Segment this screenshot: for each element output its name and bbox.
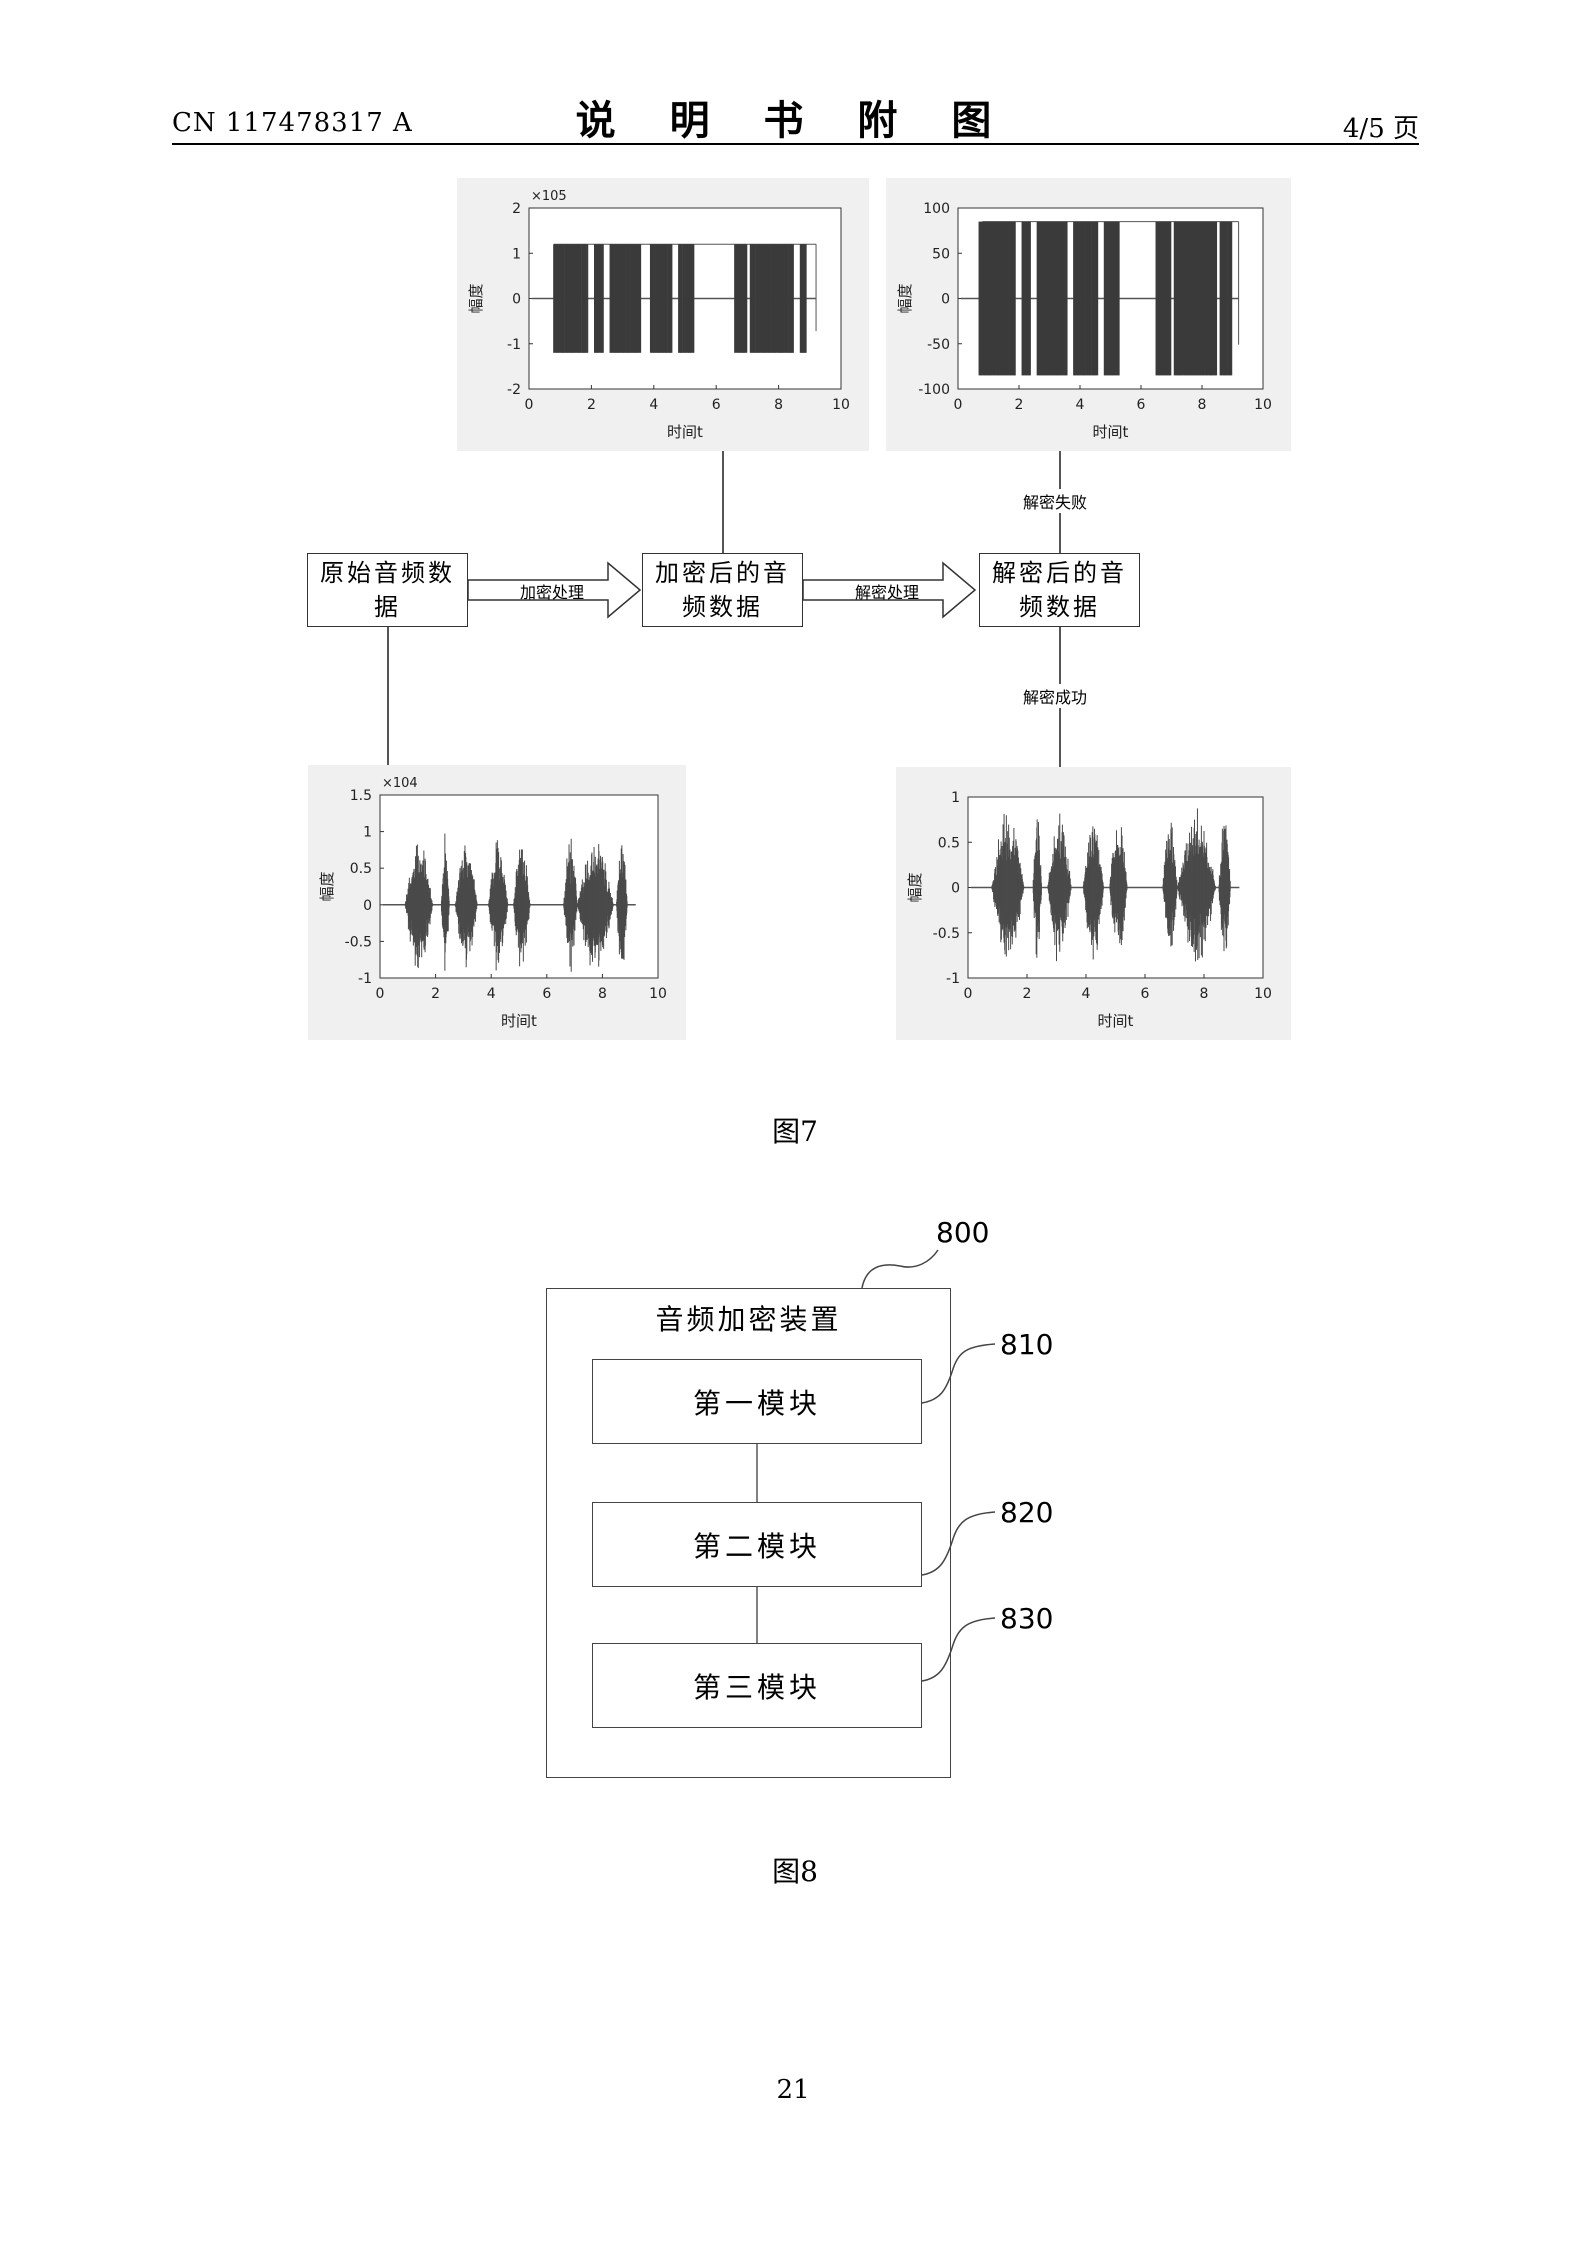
x-axis-label: 时间t — [501, 1012, 537, 1030]
x-tick-label: 4 — [1076, 397, 1085, 413]
x-axis-label: 时间t — [1098, 1012, 1134, 1030]
y-tick-label: 2 — [512, 201, 521, 217]
y-tick-label: 0 — [941, 292, 950, 308]
module-second-ref: 820 — [1000, 1496, 1054, 1529]
y-tick-label: 0.5 — [938, 835, 960, 851]
module-third: 第三模块 — [592, 1643, 922, 1728]
y-tick-label: 0.5 — [350, 861, 372, 877]
y-tick-label: -50 — [927, 337, 950, 353]
x-tick-label: 10 — [1254, 986, 1272, 1002]
x-tick-label: 4 — [1082, 986, 1091, 1002]
encrypt-arrow-label: 加密处理 — [520, 583, 585, 602]
decrypt-arrow — [803, 561, 977, 619]
audio-encryption-device — [546, 1288, 951, 1778]
header-divider — [172, 143, 1419, 145]
page-indicator: 4/5 页 — [1342, 114, 1419, 144]
x-tick-label: 10 — [1254, 397, 1272, 413]
module-second: 第二模块 — [592, 1502, 922, 1587]
original-waveform-plot: 0 2 4 6 8 10 1.5 1 0.5 0 -0.5 -1 时间t 幅度 ×104 — [308, 765, 686, 1040]
y-tick-label: -1 — [358, 971, 372, 987]
figure8-caption: 图8 — [772, 1855, 818, 1888]
y-tick-label: 1 — [512, 246, 521, 262]
plot-svg-failed-decrypt-plot: 0 2 4 6 8 10 100 50 0 -50 -100 时间t 幅度 — [896, 201, 1272, 441]
y-axis-label: 幅度 — [467, 283, 485, 313]
y-tick-label: 100 — [923, 201, 950, 217]
x-tick-label: 8 — [1200, 986, 1209, 1002]
y-tick-label: -2 — [507, 382, 521, 398]
connector-encrypted-plot — [722, 451, 724, 553]
decrypted-waveform-plot: 0 2 4 6 8 10 1 0.5 0 -0.5 -1 时间t 幅度 — [896, 767, 1291, 1040]
plot-svg-original-plot: 0 2 4 6 8 10 1.5 1 0.5 0 -0.5 -1 时间t 幅度 ×104 — [318, 776, 667, 1030]
x-tick-label: 0 — [525, 397, 534, 413]
y-tick-label: -1 — [507, 337, 521, 353]
x-tick-label: 10 — [649, 986, 667, 1002]
y-tick-label: -1 — [946, 971, 960, 987]
x-tick-label: 2 — [1023, 986, 1032, 1002]
y-tick-label: 1 — [363, 825, 372, 841]
module-third-ref: 830 — [1000, 1602, 1054, 1635]
original-audio-node: 原始音频数据 — [307, 553, 468, 627]
x-axis-label: 时间t — [1093, 423, 1129, 441]
x-tick-label: 6 — [1141, 986, 1150, 1002]
x-tick-label: 8 — [774, 397, 783, 413]
y-tick-label: 1 — [951, 790, 960, 806]
decrypt-arrow-label: 解密处理 — [855, 583, 920, 602]
y-tick-label: 50 — [932, 246, 950, 262]
plot-svg-decrypted-plot: 0 2 4 6 8 10 1 0.5 0 -0.5 -1 时间t 幅度 — [906, 790, 1272, 1030]
y-tick-label: 1.5 — [350, 788, 372, 804]
encrypt-arrow — [468, 561, 642, 619]
y-multiplier: ×105 — [531, 189, 567, 204]
decrypted-audio-node: 解密后的音频数据 — [979, 553, 1140, 627]
y-tick-label: -0.5 — [933, 926, 960, 942]
x-tick-label: 4 — [487, 986, 496, 1002]
device-title: 音频加密装置 — [655, 1303, 842, 1336]
y-axis-label: 幅度 — [318, 871, 336, 901]
document-number: CN 117478317 A — [172, 108, 413, 138]
x-tick-label: 0 — [954, 397, 963, 413]
failed-decrypt-waveform-plot: 0 2 4 6 8 10 100 50 0 -50 -100 时间t 幅度 — [886, 178, 1291, 451]
x-tick-label: 6 — [542, 986, 551, 1002]
y-tick-label: 0 — [951, 881, 960, 897]
y-multiplier: ×104 — [382, 776, 418, 791]
x-tick-label: 10 — [832, 397, 850, 413]
x-tick-label: 2 — [431, 986, 440, 1002]
x-tick-label: 8 — [598, 986, 607, 1002]
module-first-ref: 810 — [1000, 1328, 1054, 1361]
y-tick-label: 0 — [512, 292, 521, 308]
page-title: 说 明 书 附 图 — [575, 97, 1012, 144]
encrypted-audio-node: 加密后的音频数据 — [642, 553, 803, 627]
x-tick-label: 8 — [1198, 397, 1207, 413]
page-number: 21 — [776, 2075, 810, 2105]
y-tick-label: -100 — [918, 382, 950, 398]
x-tick-label: 6 — [1137, 397, 1146, 413]
y-tick-label: -0.5 — [345, 934, 372, 950]
x-tick-label: 4 — [649, 397, 658, 413]
x-tick-label: 0 — [964, 986, 973, 1002]
x-tick-label: 6 — [712, 397, 721, 413]
x-tick-label: 2 — [587, 397, 596, 413]
figure7-caption: 图7 — [772, 1115, 818, 1148]
y-axis-label: 幅度 — [896, 283, 914, 313]
x-tick-label: 0 — [376, 986, 385, 1002]
device-ref-number: 800 — [936, 1216, 990, 1249]
x-axis-label: 时间t — [667, 423, 703, 441]
module-first: 第一模块 — [592, 1359, 922, 1444]
y-tick-label: 0 — [363, 898, 372, 914]
y-axis-label: 幅度 — [906, 872, 924, 902]
decrypt-fail-label: 解密失败 — [1021, 489, 1090, 513]
connector-original-plot — [387, 627, 389, 765]
decrypt-success-label: 解密成功 — [1021, 684, 1090, 708]
x-tick-label: 2 — [1015, 397, 1024, 413]
